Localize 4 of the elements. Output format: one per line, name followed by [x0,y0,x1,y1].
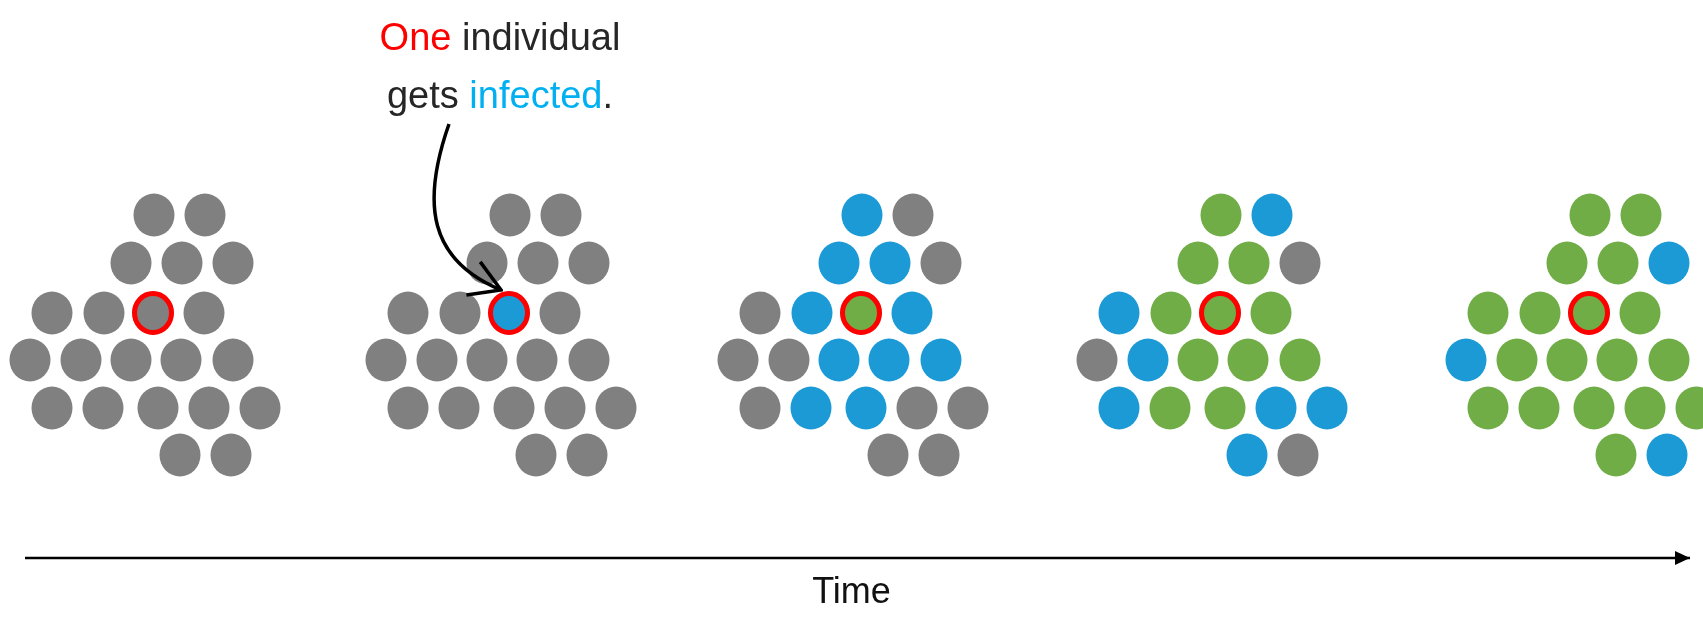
axis-label: Time [812,570,891,612]
curved-arrow [432,123,503,295]
infected-individual-circle [488,291,530,335]
annotation-text: One individual gets infected. [355,8,645,124]
